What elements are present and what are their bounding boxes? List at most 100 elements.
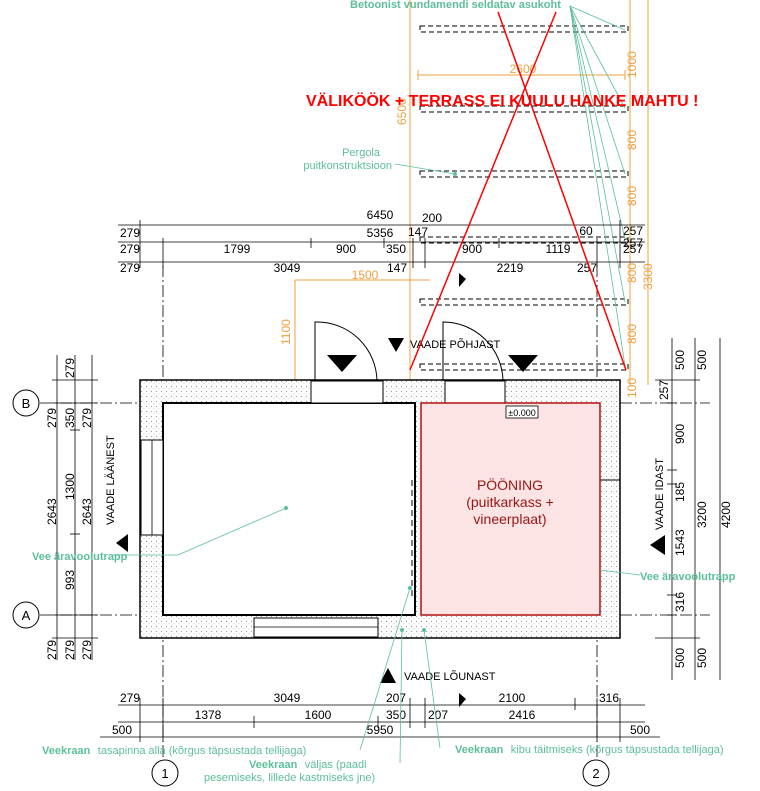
- dim-279: 279: [80, 408, 94, 428]
- dim-257: 257: [577, 261, 597, 275]
- bottom-dims-row3: 500 5950 500: [112, 723, 650, 737]
- right-dims: 257 900 185 1543 316 500 500 3200 500 50…: [657, 350, 733, 668]
- dim-500: 500: [112, 723, 132, 737]
- drain-point-left: [284, 506, 288, 510]
- west-view-arrow: [116, 534, 128, 552]
- pergola-label-2: puitkonstruktsioon: [303, 160, 392, 172]
- pergola-dim-1000: 1000: [625, 51, 639, 78]
- axis-a-label: A: [22, 608, 31, 623]
- axis-1-label: 1: [161, 766, 168, 781]
- dim-257: 257: [623, 242, 643, 256]
- dim-900: 900: [673, 424, 687, 444]
- dim-900: 900: [336, 242, 356, 256]
- dim-3049: 3049: [274, 261, 301, 275]
- axis-2-label: 2: [592, 766, 599, 781]
- south-flag: [459, 693, 466, 707]
- top-dims-row1: 6450 200: [367, 208, 443, 225]
- pergola-dim-800d: 800: [625, 324, 639, 344]
- dim-500b: 500: [695, 350, 709, 370]
- top-dims-row3: 279 1799 900 350 900 1119 257: [120, 242, 643, 256]
- level-mark: ±0.000: [508, 408, 535, 418]
- north-view-arrow: [388, 338, 404, 352]
- dim-1300: 1300: [63, 473, 77, 500]
- annotation-leaders: [112, 507, 641, 764]
- view-markers: [116, 273, 665, 707]
- red-cross-out: [409, 11, 627, 371]
- view-west-label: VAADE LÄÄNEST: [105, 435, 117, 525]
- pergola-area: [290, 0, 649, 385]
- axis-bubbles: B A 1 2: [12, 389, 610, 787]
- dim-279: 279: [63, 358, 77, 378]
- south-view-arrow: [380, 668, 396, 683]
- dim-2100: 2100: [499, 691, 526, 705]
- attic-title: PÖÖNING: [477, 476, 543, 493]
- drain-right-label: Vee äravoolutrapp: [640, 571, 736, 583]
- pergola-height-dim: 6500: [395, 98, 409, 125]
- attic-desc-1: (puitkarkass +: [466, 494, 554, 510]
- dim-2643: 2643: [80, 498, 94, 525]
- dim-279: 279: [45, 408, 59, 428]
- tap-point-2: [400, 628, 404, 632]
- view-south-label: VAADE LÕUNAST: [404, 670, 496, 683]
- warning-text: VÄLIKÖÖK + TERRASS EI KUULU HANKE MAHTU …: [306, 91, 698, 110]
- tap-note-3-bold: Veekraan: [455, 744, 504, 756]
- dim-2416: 2416: [509, 708, 536, 722]
- attic-area: ±0.000 PÖÖNING (puitkarkass + vineerplaa…: [420, 402, 601, 616]
- dim-147: 147: [408, 225, 428, 239]
- dim-257: 257: [623, 224, 643, 238]
- bottom-dims-row1: 279 3049 207 2100 316: [120, 691, 619, 705]
- dim-316: 316: [599, 691, 619, 705]
- bottom-dims-row2: 1378 1600 350 207 2416: [195, 708, 536, 722]
- concrete-foundation-label: Betoonist vundamendi seldatav asukoht: [350, 0, 561, 11]
- top-dims-row4: 279 3049 147 2219 257 257: [120, 236, 643, 275]
- dim-993: 993: [63, 570, 77, 590]
- dim-4200: 4200: [719, 501, 733, 528]
- dim-500: 500: [673, 648, 687, 668]
- dim-279: 279: [120, 242, 140, 256]
- north-flag: [459, 273, 466, 287]
- dim-1600: 1600: [305, 708, 332, 722]
- right-dimension-lines: [655, 338, 721, 680]
- dim-279: 279: [120, 226, 140, 240]
- dim-350: 350: [386, 708, 406, 722]
- left-dims: 279 279 350 279 2643 1300 2643 993 279 2…: [45, 358, 94, 660]
- dim-500: 500: [673, 350, 687, 370]
- tap-note-1-bold: Veekraan: [42, 745, 91, 757]
- tap-note-2-text: väljas (paadi: [305, 759, 367, 771]
- dim-3200: 3200: [695, 501, 709, 528]
- dim-279: 279: [120, 261, 140, 275]
- axis-b-circle: [12, 389, 40, 417]
- dim-279: 279: [45, 640, 59, 660]
- dim-5356: 5356: [367, 226, 394, 240]
- dim-350: 350: [63, 408, 77, 428]
- dim-6450: 6450: [367, 208, 394, 222]
- tap-note-3-text: kibu täitmiseks (kõrgus täpsustada telli…: [511, 744, 724, 756]
- tap-note-1: Veekraan tasapinna alla (kõrgus täpsusta…: [42, 741, 306, 758]
- pergola-dim-800a: 800: [625, 130, 639, 150]
- dim-257b: 257: [623, 236, 643, 250]
- north-view-triangle-1: [327, 355, 357, 372]
- axis-a-circle: [12, 601, 40, 629]
- dim-207: 207: [386, 691, 406, 705]
- pergola-dim-800b: 800: [625, 186, 639, 206]
- dim-257: 257: [657, 380, 671, 400]
- axis-1-circle: [151, 759, 179, 787]
- dim-5950: 5950: [367, 723, 394, 737]
- dim-1119: 1119: [546, 242, 571, 256]
- axis-b-label: B: [22, 396, 31, 411]
- dim-279: 279: [80, 640, 94, 660]
- top-dims-row2: 279 5356 147 60 257: [120, 224, 643, 240]
- axis-2-circle: [582, 759, 610, 787]
- tap-point-1: [408, 586, 412, 590]
- dim-316: 316: [673, 592, 687, 612]
- dim-1543: 1543: [673, 529, 687, 556]
- dim-185: 185: [673, 482, 687, 502]
- dim-60: 60: [579, 224, 593, 238]
- top-dimension-lines: [118, 220, 645, 268]
- view-north-label: VAADE PÕHJAST: [410, 338, 501, 351]
- tap-note-2: Veekraan väljas (paadi: [249, 755, 367, 772]
- dim-350: 350: [386, 242, 406, 256]
- dim-2219: 2219: [497, 261, 524, 275]
- east-view-arrow: [650, 535, 665, 555]
